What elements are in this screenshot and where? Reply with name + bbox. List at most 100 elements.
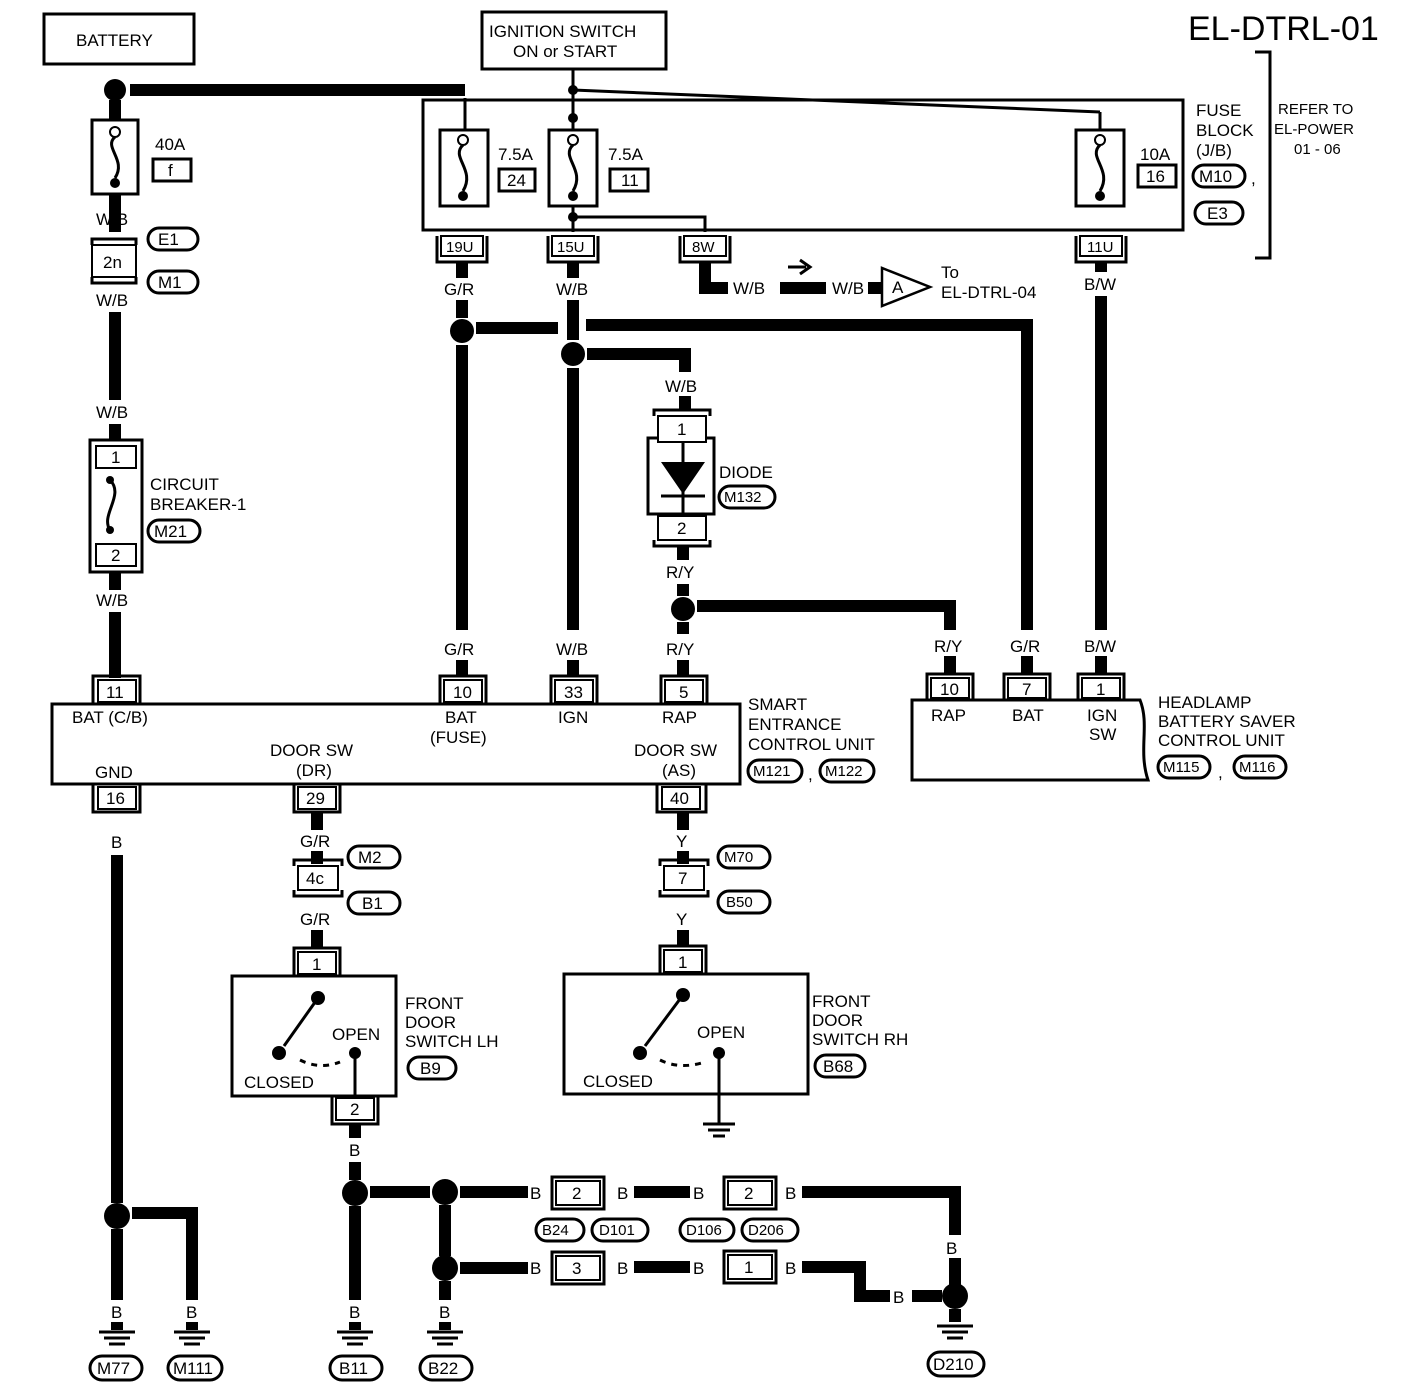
terminal-8w-box (683, 235, 727, 257)
hb-top-terminals: 10 7 1 (925, 672, 1126, 700)
conn-b1 (346, 890, 402, 916)
hb-pin10-box (930, 677, 970, 699)
battery-label: BATTERY (76, 31, 153, 50)
conn-e1 (146, 226, 200, 252)
conn-b50 (716, 889, 772, 915)
wire-color-b: B (349, 1141, 360, 1160)
conn-m116-label: M116 (1239, 759, 1275, 776)
wire-color-b: B (693, 1184, 704, 1203)
fuse-24-id: 24 (507, 171, 526, 190)
conn-b11 (328, 1354, 384, 1382)
terminal-15u-box (551, 235, 595, 257)
seu-door-dr-2: (DR) (296, 761, 332, 780)
fdr-pin-1: 1 (678, 953, 687, 972)
seu-pin-29: 29 (306, 789, 325, 808)
wire-color-b: B (617, 1184, 628, 1203)
seu-name-1: SMART (748, 695, 807, 714)
terminal-j1: 1 (744, 1258, 753, 1277)
seu-door-as-2: (AS) (662, 761, 696, 780)
terminal-11u-box (1079, 235, 1123, 257)
hb-pin7-box (1007, 677, 1047, 699)
conn-m111 (166, 1354, 224, 1382)
connector-j3 (555, 1255, 601, 1281)
to-destination: EL-DTRL-04 (941, 283, 1036, 302)
hb-ign-1: IGN (1087, 706, 1117, 725)
fuse-40a-element (110, 135, 120, 179)
fdr-travel (659, 1058, 706, 1067)
fuse-16-top (1094, 134, 1106, 146)
terminal-19u-box (440, 235, 484, 257)
fuse-40a-rating: 40A (155, 135, 186, 154)
wire-bus-bottom-c (802, 1261, 890, 1302)
page-id: EL-DTRL-01 (1188, 10, 1379, 48)
wire-color-y: Y (676, 832, 687, 851)
seu-door-dr-1: DOOR SW (270, 741, 353, 760)
hb-comma: , (1218, 763, 1223, 782)
connector-j2b-bracket (722, 1175, 778, 1211)
fuse-16-bottom (1095, 191, 1105, 201)
wire-color-gr: G/R (300, 910, 330, 929)
wire-color-b: B (186, 1303, 197, 1322)
wire-color-wb: W/B (96, 591, 128, 610)
seu-pin29-box (297, 786, 337, 810)
cb-pin2-box (95, 543, 137, 567)
wire-color-b: B (530, 1184, 541, 1203)
ground-icon (174, 1330, 210, 1346)
seu-name-3: CONTROL UNIT (748, 735, 875, 754)
fdr-label-1: FRONT (812, 992, 871, 1011)
fdr-pin1-bracket (658, 944, 708, 974)
conn-m115-label: M115 (1163, 759, 1199, 776)
cb-label-2: BREAKER-1 (150, 495, 246, 514)
fdl-pin1-box (297, 951, 337, 975)
seu-pin-5: 5 (679, 683, 688, 702)
conn-m111-label: M111 (173, 1359, 213, 1378)
fuse-40a-terminal-b (110, 178, 120, 188)
seu-pin16-box (97, 786, 137, 810)
terminal-2n: 2n (103, 253, 122, 272)
wire-color-bw: B/W (1084, 637, 1116, 656)
fuse-block-box (421, 98, 1185, 232)
ground-icon (703, 1122, 735, 1138)
wire-color-bw: B/W (1084, 275, 1116, 294)
fuse-40a-terminal (109, 126, 121, 138)
fuse-block-label-3: (J/B) (1196, 141, 1232, 160)
wire-color-wb: W/B (556, 640, 588, 659)
conn-m132 (717, 484, 777, 510)
seu-pin5-box (664, 679, 704, 703)
hb-pin1-box (1081, 677, 1121, 699)
conn-b22-label: B22 (428, 1359, 458, 1378)
conn-m70 (716, 844, 772, 870)
conn-d210-label: D210 (933, 1355, 974, 1374)
connector-j1 (727, 1254, 773, 1280)
refer-label-1: REFER TO (1278, 101, 1353, 118)
diode-label: DIODE (719, 463, 773, 482)
fuse-11-bottom (568, 191, 578, 201)
cb-pin1: 1 (111, 448, 120, 467)
cb-contact-b (106, 526, 114, 534)
conn-d106-label: D106 (686, 1222, 722, 1239)
wire-color-b: B (785, 1184, 796, 1203)
diode-pin1-bracket (652, 408, 712, 416)
fdl-label-3: SWITCH LH (405, 1032, 499, 1051)
seu-pin40-box (661, 786, 701, 810)
fuse-f-box (151, 157, 193, 183)
conn-m77 (88, 1354, 144, 1382)
smart-entrance-control-unit (50, 702, 742, 786)
seu-pin33-box (554, 679, 594, 703)
fuse-11-rating: 7.5A (608, 145, 644, 164)
hb-name-1: HEADLAMP (1158, 693, 1252, 712)
cb-pin2: 2 (111, 546, 120, 565)
ignition-bus (572, 88, 1101, 114)
seu-door-as-1: DOOR SW (634, 741, 717, 760)
hb-rap: RAP (931, 706, 966, 725)
fdl-travel (299, 1058, 341, 1067)
fdl-pin2-box (335, 1097, 375, 1121)
terminal-7: 7 (678, 869, 687, 888)
connector-4c-bracket (292, 858, 344, 898)
conn-b24 (534, 1217, 586, 1243)
conn-m10 (1191, 163, 1247, 189)
conn-b50-label: B50 (726, 894, 753, 911)
conn-b9-label: B9 (420, 1059, 441, 1078)
conn-b11-label: B11 (339, 1359, 368, 1378)
cb-label-1: CIRCUIT (150, 475, 219, 494)
